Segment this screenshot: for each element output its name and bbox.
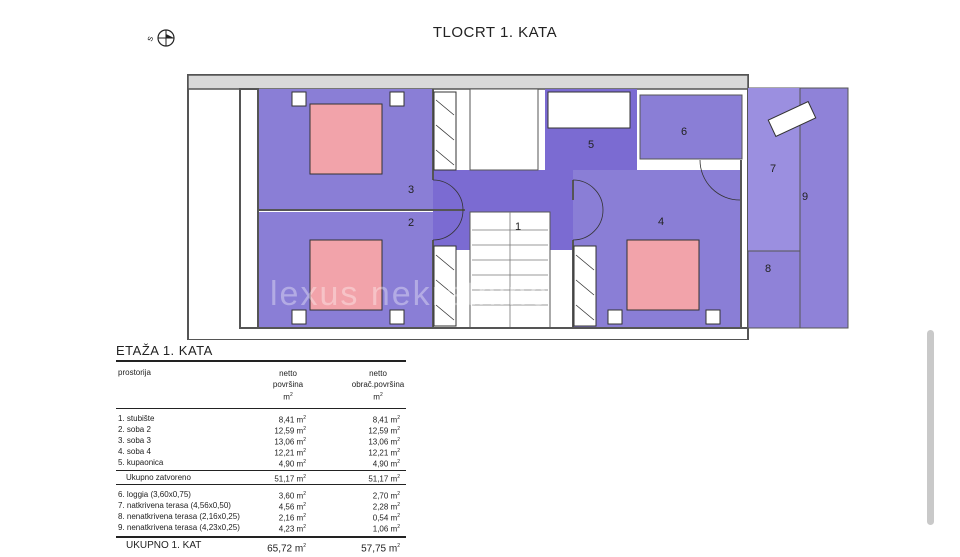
room-label: 9 xyxy=(802,191,808,203)
bed-2 xyxy=(291,239,405,325)
room-label: 6 xyxy=(681,126,687,138)
room-6 xyxy=(639,94,743,160)
room-label: 7 xyxy=(770,163,776,175)
col-calc-line1: netto xyxy=(369,369,387,378)
col-net-header: netto površina m2 xyxy=(258,368,318,403)
room-label: 2 xyxy=(408,217,414,229)
table-title: ETAŽA 1. KATA xyxy=(116,343,406,362)
scrollbar[interactable] xyxy=(927,330,934,525)
table-header: prostorija netto površina m2 netto obrač… xyxy=(116,368,406,409)
col-room-header: prostorija xyxy=(118,368,151,377)
bed-4 xyxy=(607,239,721,325)
bathroom-block xyxy=(469,88,539,171)
room-label: 4 xyxy=(658,216,664,228)
wardrobe-3 xyxy=(433,91,457,171)
wardrobe-4 xyxy=(573,245,597,327)
room-label: 5 xyxy=(588,139,594,151)
col-calc-header: netto obrač.površina m2 xyxy=(338,368,418,403)
watermark-text: lexus nekretnine xyxy=(270,275,550,313)
room-label: 3 xyxy=(408,184,414,196)
deck-chair xyxy=(767,100,817,138)
compass-label: S xyxy=(147,35,155,42)
col-net-unit: m2 xyxy=(283,392,293,402)
plan-title: TLOCRT 1. KATA xyxy=(432,24,558,41)
bathtub xyxy=(547,91,631,129)
floor-plan: lexus nekretnine 1 2 3 4 5 6 7 8 9 xyxy=(187,74,849,340)
bed-3 xyxy=(291,91,405,175)
room-label: 1 xyxy=(515,221,521,233)
col-calc-line2: obrač.površina xyxy=(351,380,405,389)
table-row: 8. nenatkrivena terasa (2,16x0,25)2,16 m… xyxy=(118,512,400,523)
wardrobe-2 xyxy=(433,245,457,327)
col-net-line2: površina xyxy=(272,380,304,389)
room-label: 8 xyxy=(765,263,771,275)
col-net-line1: netto xyxy=(279,369,297,378)
col-calc-unit: m2 xyxy=(373,392,383,402)
compass-icon: S xyxy=(147,29,175,47)
area-table: ETAŽA 1. KATA prostorija netto površina … xyxy=(116,343,406,554)
table-row: 9. nenatkrivena terasa (4,23x0,25)4,23 m… xyxy=(118,523,400,534)
roof-band xyxy=(187,74,749,90)
